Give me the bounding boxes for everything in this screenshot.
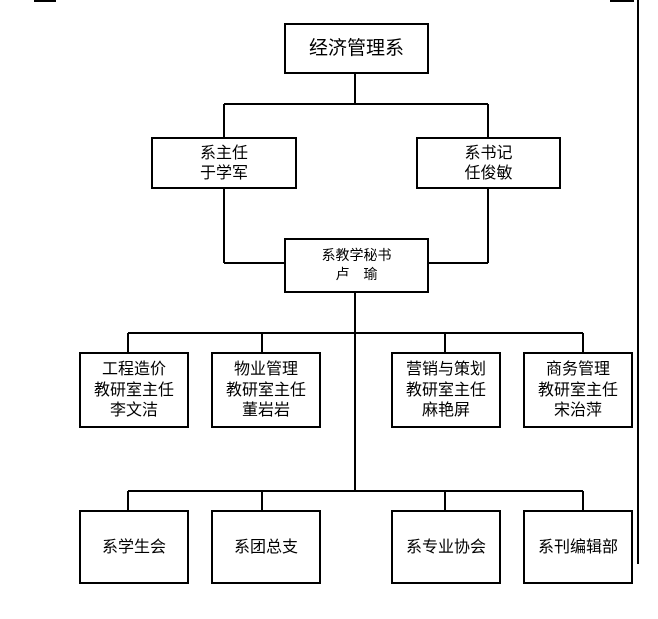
director-title: 系主任 (199, 143, 248, 162)
org-box-student-union: 系学生会 (79, 510, 189, 584)
org-label: 系刊编辑部 (537, 536, 618, 556)
office-line2: 教研室主任 (225, 379, 306, 399)
org-label: 系专业协会 (405, 536, 486, 556)
office-line2: 教研室主任 (93, 379, 174, 399)
office-line1: 物业管理 (233, 358, 298, 378)
party-secretary-box: 系书记 任俊敏 (416, 137, 561, 189)
director-name: 于学军 (199, 163, 248, 182)
office-line1: 商务管理 (545, 358, 610, 378)
org-box-journal-editorial: 系刊编辑部 (523, 510, 633, 584)
office-box-marketing: 营销与策划 教研室主任 麻艳屏 (391, 352, 501, 428)
party-secretary-name: 任俊敏 (464, 163, 513, 182)
office-box-property-management: 物业管理 教研室主任 董岩岩 (211, 352, 321, 428)
office-line2: 教研室主任 (405, 379, 486, 399)
academic-secretary-box: 系教学秘书 卢 瑜 (284, 238, 429, 293)
department-label: 经济管理系 (308, 36, 404, 59)
org-label: 系团总支 (233, 536, 298, 556)
office-box-cost-engineering: 工程造价 教研室主任 李文洁 (79, 352, 189, 428)
office-head-name: 董岩岩 (241, 400, 290, 420)
office-head-name: 麻艳屏 (421, 400, 470, 420)
academic-secretary-title: 系教学秘书 (321, 247, 392, 264)
academic-secretary-name: 卢 瑜 (335, 266, 378, 283)
office-box-business-management: 商务管理 教研室主任 宋治萍 (523, 352, 633, 428)
org-box-youth-league: 系团总支 (211, 510, 321, 584)
org-box-professional-association: 系专业协会 (391, 510, 501, 584)
director-box: 系主任 于学军 (151, 137, 297, 189)
department-box: 经济管理系 (284, 23, 429, 74)
org-label: 系学生会 (101, 536, 166, 556)
office-line1: 营销与策划 (405, 358, 486, 378)
party-secretary-title: 系书记 (464, 143, 513, 162)
office-line2: 教研室主任 (537, 379, 618, 399)
office-head-name: 宋治萍 (553, 400, 602, 420)
office-line1: 工程造价 (101, 358, 166, 378)
office-head-name: 李文洁 (109, 400, 158, 420)
